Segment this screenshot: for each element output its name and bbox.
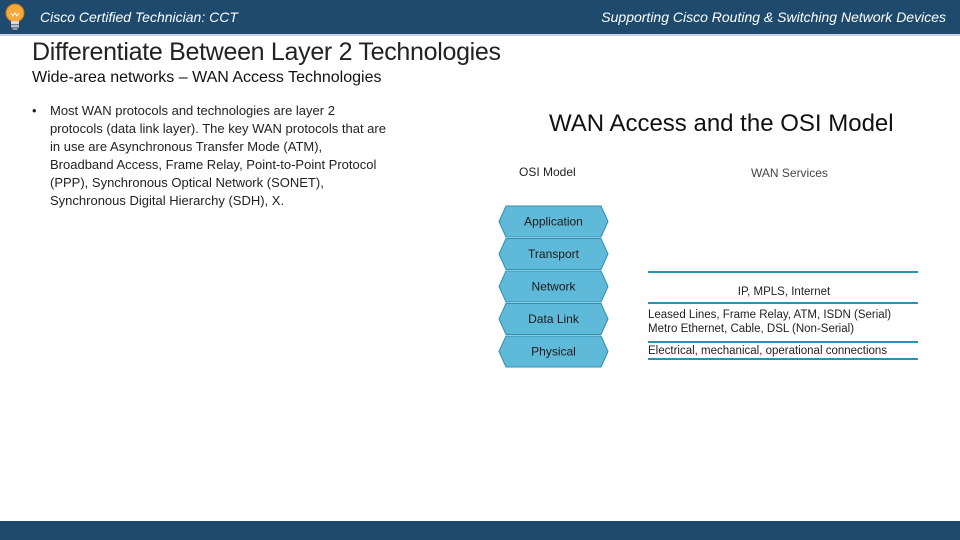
service-divider	[648, 302, 918, 304]
osi-model-heading: OSI Model	[519, 165, 576, 179]
osi-layer-box	[498, 238, 609, 270]
osi-layer-box	[498, 303, 609, 335]
footer-bar	[0, 521, 960, 540]
wan-service-label: Metro Ethernet, Cable, DSL (Non-Serial)	[648, 323, 854, 335]
slide-subtitle: Wide-area networks – WAN Access Technolo…	[32, 69, 382, 86]
wan-service-label: Electrical, mechanical, operational conn…	[648, 345, 887, 357]
bullet-icon: •	[32, 103, 37, 118]
osi-layer-box	[498, 270, 609, 303]
osi-layer-box	[498, 335, 609, 368]
lightbulb-icon	[5, 3, 25, 30]
osi-layer-box	[498, 205, 609, 238]
service-divider	[648, 358, 918, 360]
figure-title: WAN Access and the OSI Model	[549, 110, 894, 137]
bullet-text: Most WAN protocols and technologies are …	[50, 103, 386, 208]
osi-layer-label: Application	[524, 215, 583, 229]
bullet-point: • Most WAN protocols and technologies ar…	[32, 102, 387, 210]
service-dividers	[648, 271, 918, 360]
wan-service-label: Leased Lines, Frame Relay, ATM, ISDN (Se…	[648, 309, 891, 321]
slide-title: Differentiate Between Layer 2 Technologi…	[32, 38, 501, 66]
osi-layer-label: Data Link	[528, 312, 580, 326]
course-title: Cisco Certified Technician: CCT	[40, 9, 238, 25]
service-divider	[648, 271, 918, 273]
service-divider	[648, 341, 918, 343]
wan-services-heading: WAN Services	[751, 166, 828, 180]
osi-layer-label: Network	[531, 280, 576, 294]
wan-service-label: IP, MPLS, Internet	[738, 286, 831, 298]
header-bar: Cisco Certified Technician: CCT Supporti…	[0, 0, 960, 36]
module-title: Supporting Cisco Routing & Switching Net…	[601, 9, 946, 25]
osi-layer-label: Transport	[528, 247, 580, 261]
osi-layer-label: Physical	[531, 345, 576, 359]
osi-wan-diagram: OSI Model WAN Services ApplicationTransp…	[498, 165, 918, 368]
